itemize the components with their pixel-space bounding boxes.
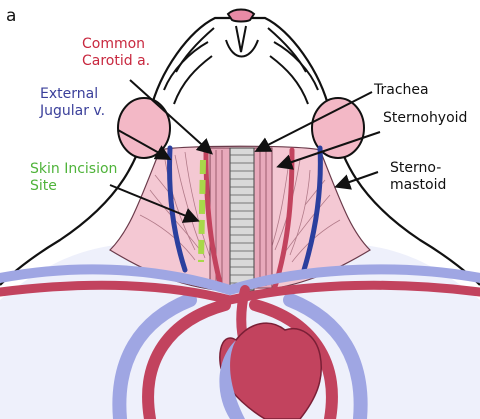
label-common-carotid: Common Carotid a.	[82, 36, 150, 70]
trachea	[230, 148, 254, 290]
label-external-jugular: External Jugular v.	[40, 86, 105, 120]
label-skin-incision: Skin Incision Site	[30, 161, 117, 195]
label-trachea: Trachea	[374, 82, 429, 99]
label-sternomastoid: Sterno- mastoid	[390, 160, 446, 194]
label-sternohyoid: Sternohyoid	[383, 110, 467, 127]
panel-label: a	[6, 8, 16, 25]
